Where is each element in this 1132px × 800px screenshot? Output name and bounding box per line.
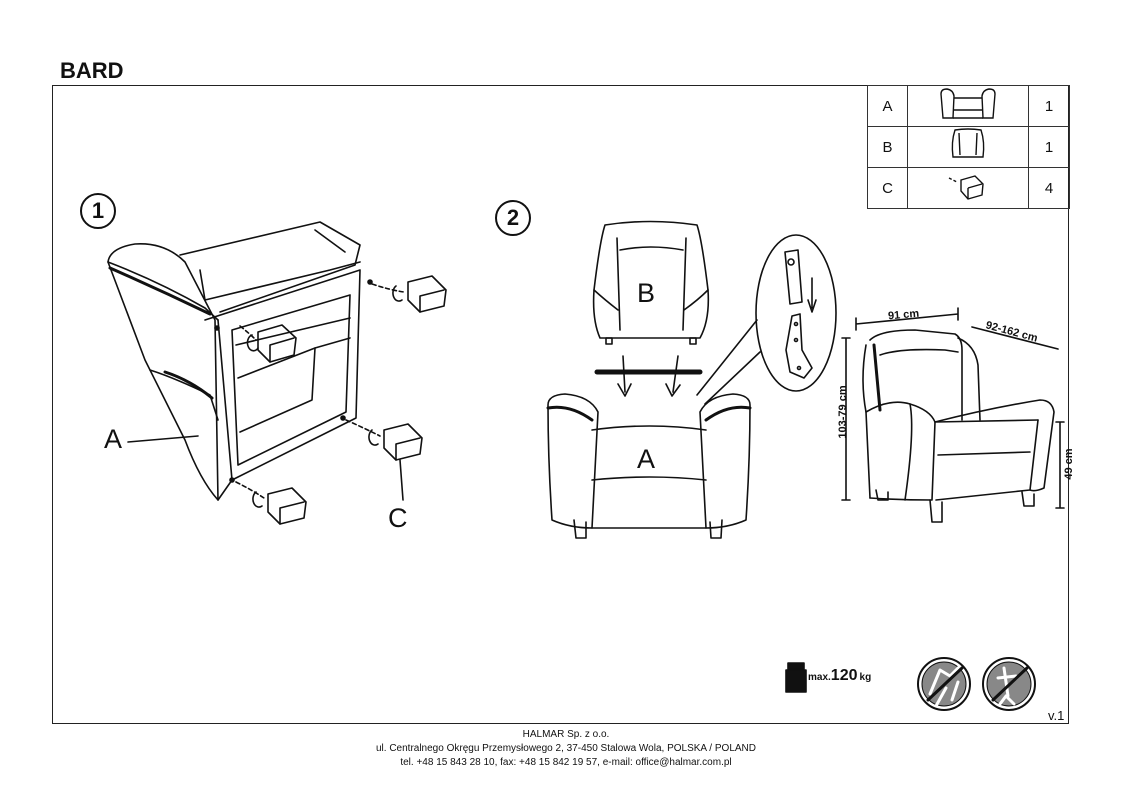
step-number-2: 2 <box>495 200 531 236</box>
dimension-seat-height: 49 cm <box>1063 448 1075 480</box>
label-part-c-step1: C <box>388 503 408 533</box>
backrest-icon <box>907 126 1029 168</box>
max-load-value: 120 <box>830 667 858 684</box>
label-part-a-step2: A <box>637 444 656 474</box>
page-title: BARD <box>60 58 124 83</box>
part-quantity: 1 <box>1028 85 1070 127</box>
part-letter: C <box>867 167 908 209</box>
foot-c-1 <box>239 324 297 363</box>
parts-row-c: C 4 <box>867 167 1070 209</box>
two-person-prohibited-icon <box>917 657 971 711</box>
label-part-b-step2: B <box>637 278 656 308</box>
foot-c-2 <box>371 275 447 313</box>
step-number-1: 1 <box>80 193 116 229</box>
version-label: v.1 <box>1048 708 1065 723</box>
max-load-prefix: max. <box>808 672 831 683</box>
footer-contact: tel. +48 15 843 28 10, fax: +48 15 842 1… <box>400 757 732 768</box>
max-load-label: max.120 kg <box>808 667 871 685</box>
step2-backrest-illustration <box>592 220 710 397</box>
single-person-lifting-icon <box>982 657 1036 711</box>
step2-bracket-detail <box>696 234 837 405</box>
max-load-unit: kg <box>859 672 872 683</box>
foot-c-3 <box>345 419 423 461</box>
label-part-a-step1: A <box>104 424 123 454</box>
armchair-base-icon <box>907 85 1029 127</box>
part-letter: A <box>867 85 908 127</box>
part-quantity: 1 <box>1028 126 1070 168</box>
foot-icon <box>907 167 1029 209</box>
weight-icon <box>785 662 807 693</box>
parts-row-b: B 1 <box>867 126 1070 168</box>
parts-table: A 1 B 1 C 4 <box>867 85 1070 209</box>
part-quantity: 4 <box>1028 167 1070 209</box>
step2-base-a-illustration <box>546 393 752 539</box>
foot-c-4 <box>235 481 307 525</box>
step1-chair-base-illustration <box>107 221 447 525</box>
footer-address: ul. Centralnego Okręgu Przemysłowego 2, … <box>375 743 756 754</box>
instruction-frame <box>52 85 1069 724</box>
footer-company: HALMAR Sp. z o.o. <box>522 729 610 740</box>
parts-row-a: A 1 <box>867 85 1070 127</box>
part-letter: B <box>867 126 908 168</box>
assembled-armchair-illustration <box>841 307 1065 523</box>
dimension-height: 103-79 cm <box>837 385 849 439</box>
